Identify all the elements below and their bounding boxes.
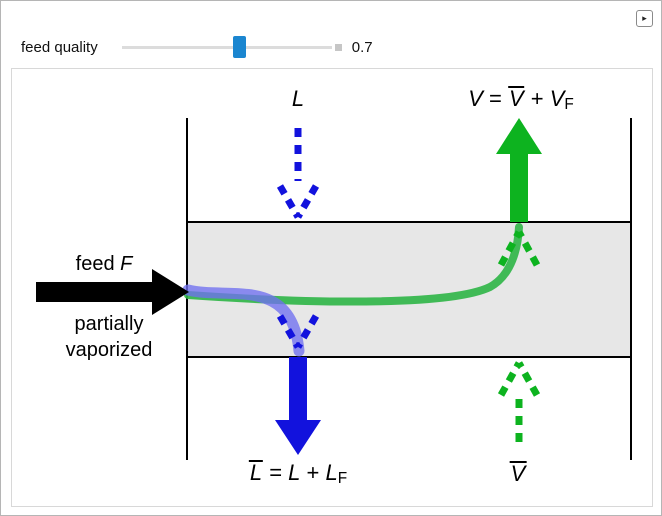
feed-quality-label: feed quality: [21, 38, 98, 56]
vapor-feed-subscript: F: [564, 96, 574, 113]
feed-quality-control: feed quality 0.7: [21, 34, 373, 60]
liquid-equals-sign: =: [263, 460, 289, 485]
vapor-out-lhs: V: [468, 86, 483, 111]
feed-quality-slider[interactable]: [121, 34, 332, 60]
liquid-in-variable: L: [291, 86, 305, 111]
vapor-equals-sign: =: [482, 86, 508, 111]
feed-arrow: [36, 269, 189, 315]
diagram-panel: L V = V + VF L = L + LF V feed F partial…: [11, 68, 653, 507]
feed-description-line1: partially: [74, 313, 144, 335]
liquid-in-label: L: [292, 86, 304, 112]
feed-description-line2: vaporized: [65, 339, 153, 361]
feed-tray: [187, 222, 631, 357]
liquid-flow-curve: [182, 284, 305, 357]
liquid-through-arrowhead: [276, 314, 320, 349]
liquid-in-arrowhead: [276, 184, 320, 219]
vapor-out-label: V = V + VF: [468, 86, 574, 114]
liquid-feed-subscript: F: [337, 470, 348, 487]
feed-quality-value: 0.7: [351, 38, 373, 56]
vapor-in-label: V: [509, 461, 527, 487]
feed-label: feed F: [76, 253, 133, 276]
vapor-plus-sign: +: [524, 86, 550, 111]
feed-stage-diagram: [36, 118, 632, 460]
vapor-feed-term: V: [549, 86, 565, 111]
feed-description: partially vaporized: [66, 311, 153, 363]
feed-variable: F: [120, 253, 133, 275]
feed-label-text: feed: [75, 253, 121, 275]
vapor-in-variable: V: [509, 461, 527, 486]
slider-track[interactable]: [121, 46, 332, 49]
slider-endcap: [334, 43, 342, 51]
liquid-plus-sign: +: [300, 460, 326, 485]
vapor-out-arrow: [496, 118, 542, 222]
expand-button[interactable]: ▸: [636, 10, 653, 27]
expand-icon: ▸: [642, 13, 647, 23]
vapor-in-arrowhead: [497, 361, 541, 397]
slider-thumb[interactable]: [232, 36, 246, 58]
liquid-feed-term: L: [325, 460, 338, 485]
liquid-out-label: L = L + LF: [248, 460, 348, 488]
liquid-out-arrow: [275, 357, 321, 455]
vapor-bar-term: V: [507, 86, 525, 111]
vapor-through-arrowhead: [497, 230, 541, 267]
liquid-term: L: [288, 460, 301, 485]
liquid-bar-term: L: [248, 460, 264, 485]
